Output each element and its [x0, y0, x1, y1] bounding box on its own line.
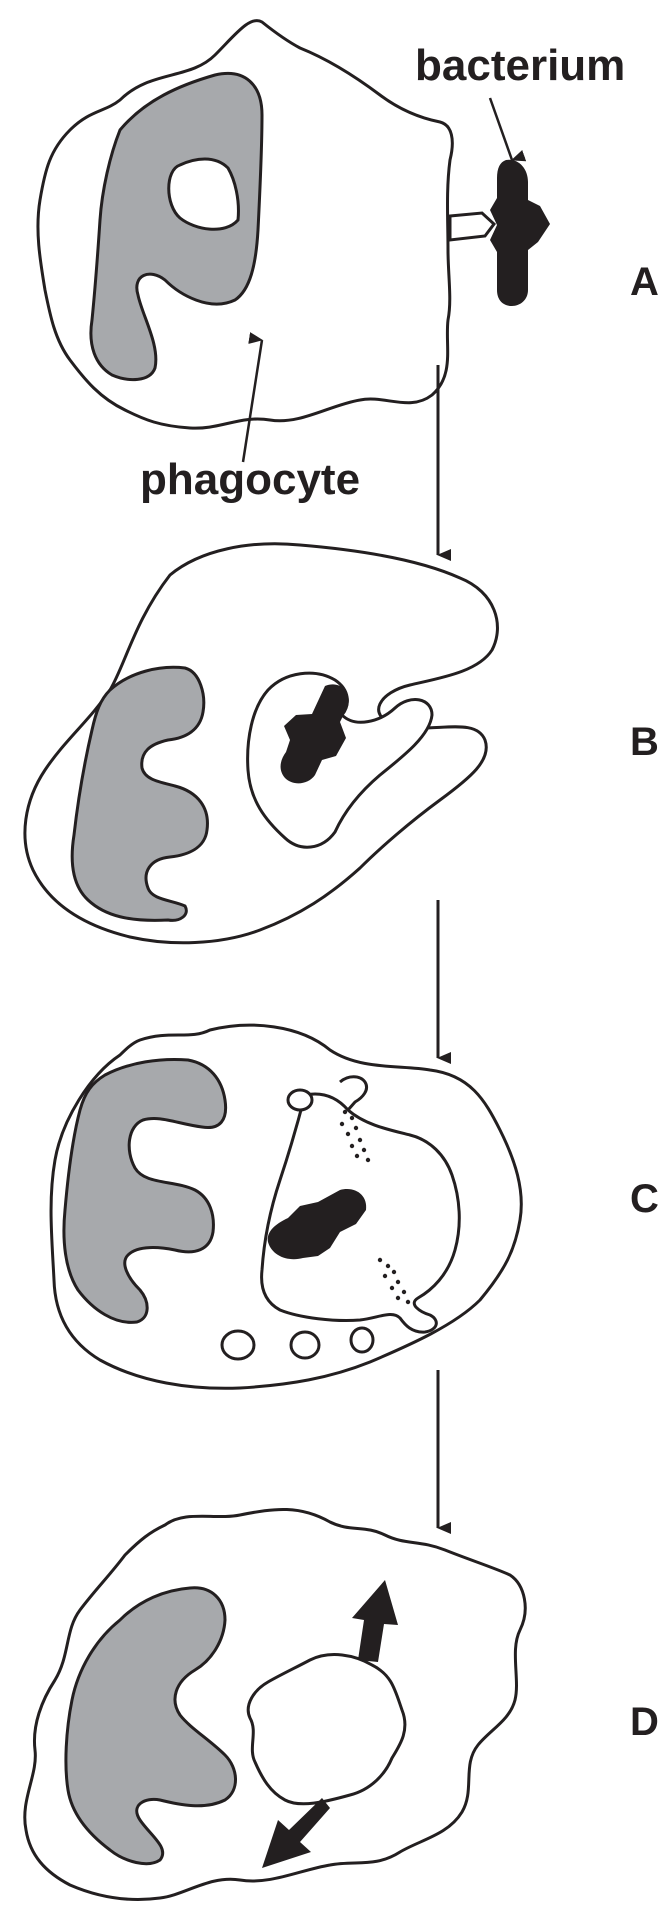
bacterium-pointer: [490, 98, 512, 160]
stage-label-c: C: [630, 1177, 659, 1221]
stage-b: [25, 544, 498, 943]
lysosome-c-2: [222, 1331, 254, 1359]
phagocyte-label: phagocyte: [140, 455, 360, 504]
lysosome-c-4: [351, 1328, 373, 1352]
stage-d: [25, 1509, 525, 1899]
stage-label-a: A: [630, 260, 659, 304]
lysosome-c-3: [291, 1332, 319, 1358]
pseudopod-stalk-a: [450, 213, 494, 240]
bacterium-a: [490, 160, 550, 306]
stage-label-b: B: [630, 720, 659, 764]
bacterium-label: bacterium: [415, 41, 625, 90]
stage-label-d: D: [630, 1700, 659, 1744]
stage-c: [51, 1025, 521, 1388]
lysosome-c-1: [288, 1090, 312, 1110]
